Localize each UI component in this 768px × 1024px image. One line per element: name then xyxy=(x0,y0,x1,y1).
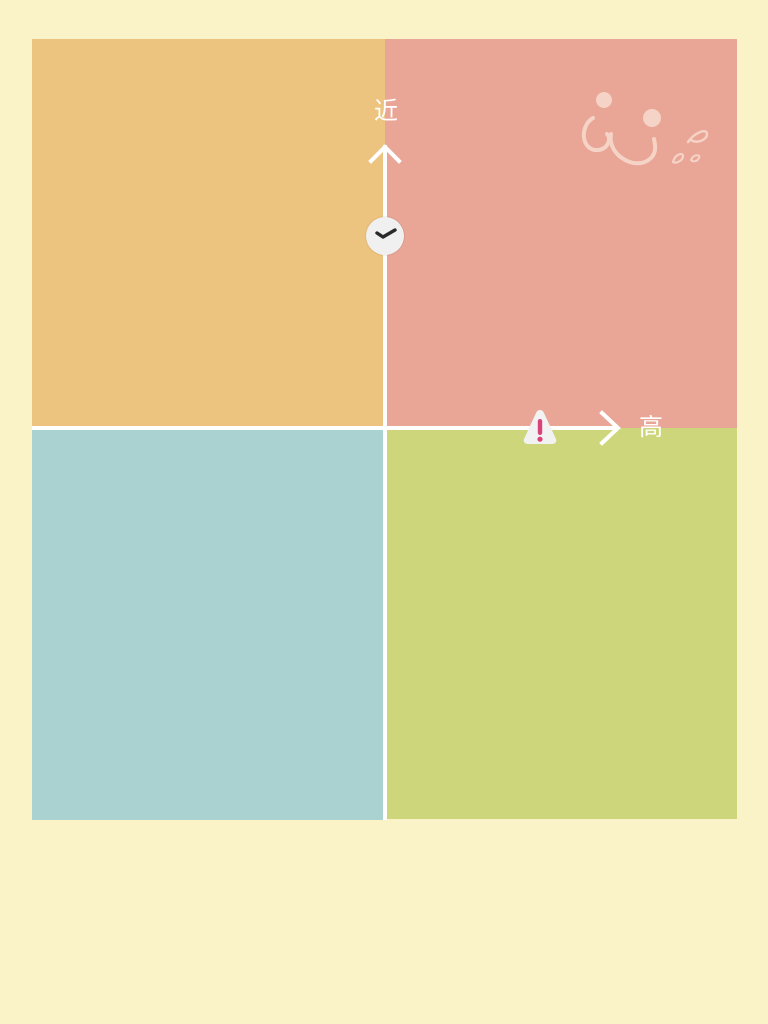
vertical-axis-label: 近 xyxy=(374,97,398,125)
horizontal-axis-label: 高 xyxy=(639,413,663,441)
quadrant-top-left[interactable] xyxy=(32,39,385,428)
priority-matrix: 近 高 xyxy=(32,39,737,820)
quadrant-top-right[interactable] xyxy=(385,39,737,428)
clock-icon xyxy=(375,228,397,239)
warning-icon xyxy=(523,410,557,444)
arrow-right-icon xyxy=(599,410,621,446)
clock-button[interactable] xyxy=(366,217,404,255)
quadrant-bottom-right[interactable] xyxy=(385,428,737,819)
smiley-face-icon xyxy=(582,92,709,166)
arrow-up-icon xyxy=(368,144,402,164)
warning-button[interactable] xyxy=(520,406,560,446)
horizontal-axis xyxy=(32,426,618,430)
quadrant-bottom-left[interactable] xyxy=(32,428,385,820)
vertical-axis xyxy=(383,145,387,820)
